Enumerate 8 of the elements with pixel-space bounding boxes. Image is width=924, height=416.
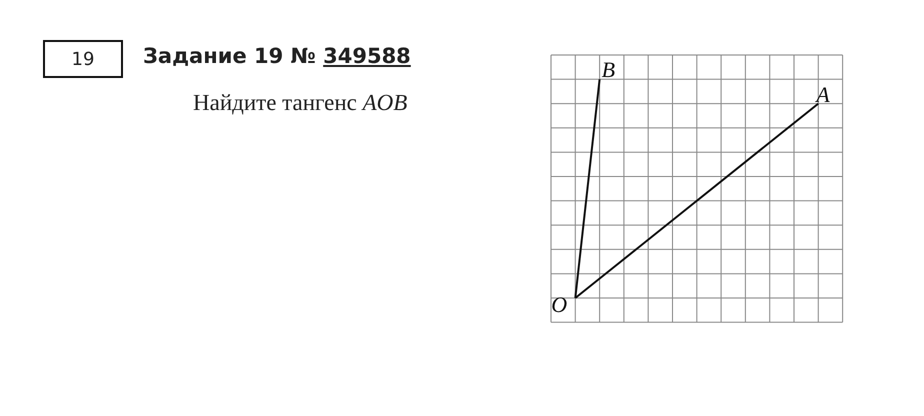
point-label: A [816,84,830,106]
point-label: B [602,59,616,82]
point-label: O [551,294,568,316]
ray [574,79,601,298]
task-heading: Задание 19 № 349588 [143,44,411,68]
task-number-box: 19 [43,40,123,78]
ray [574,102,819,299]
task-text: Найдите тангенс AOB [193,90,408,116]
